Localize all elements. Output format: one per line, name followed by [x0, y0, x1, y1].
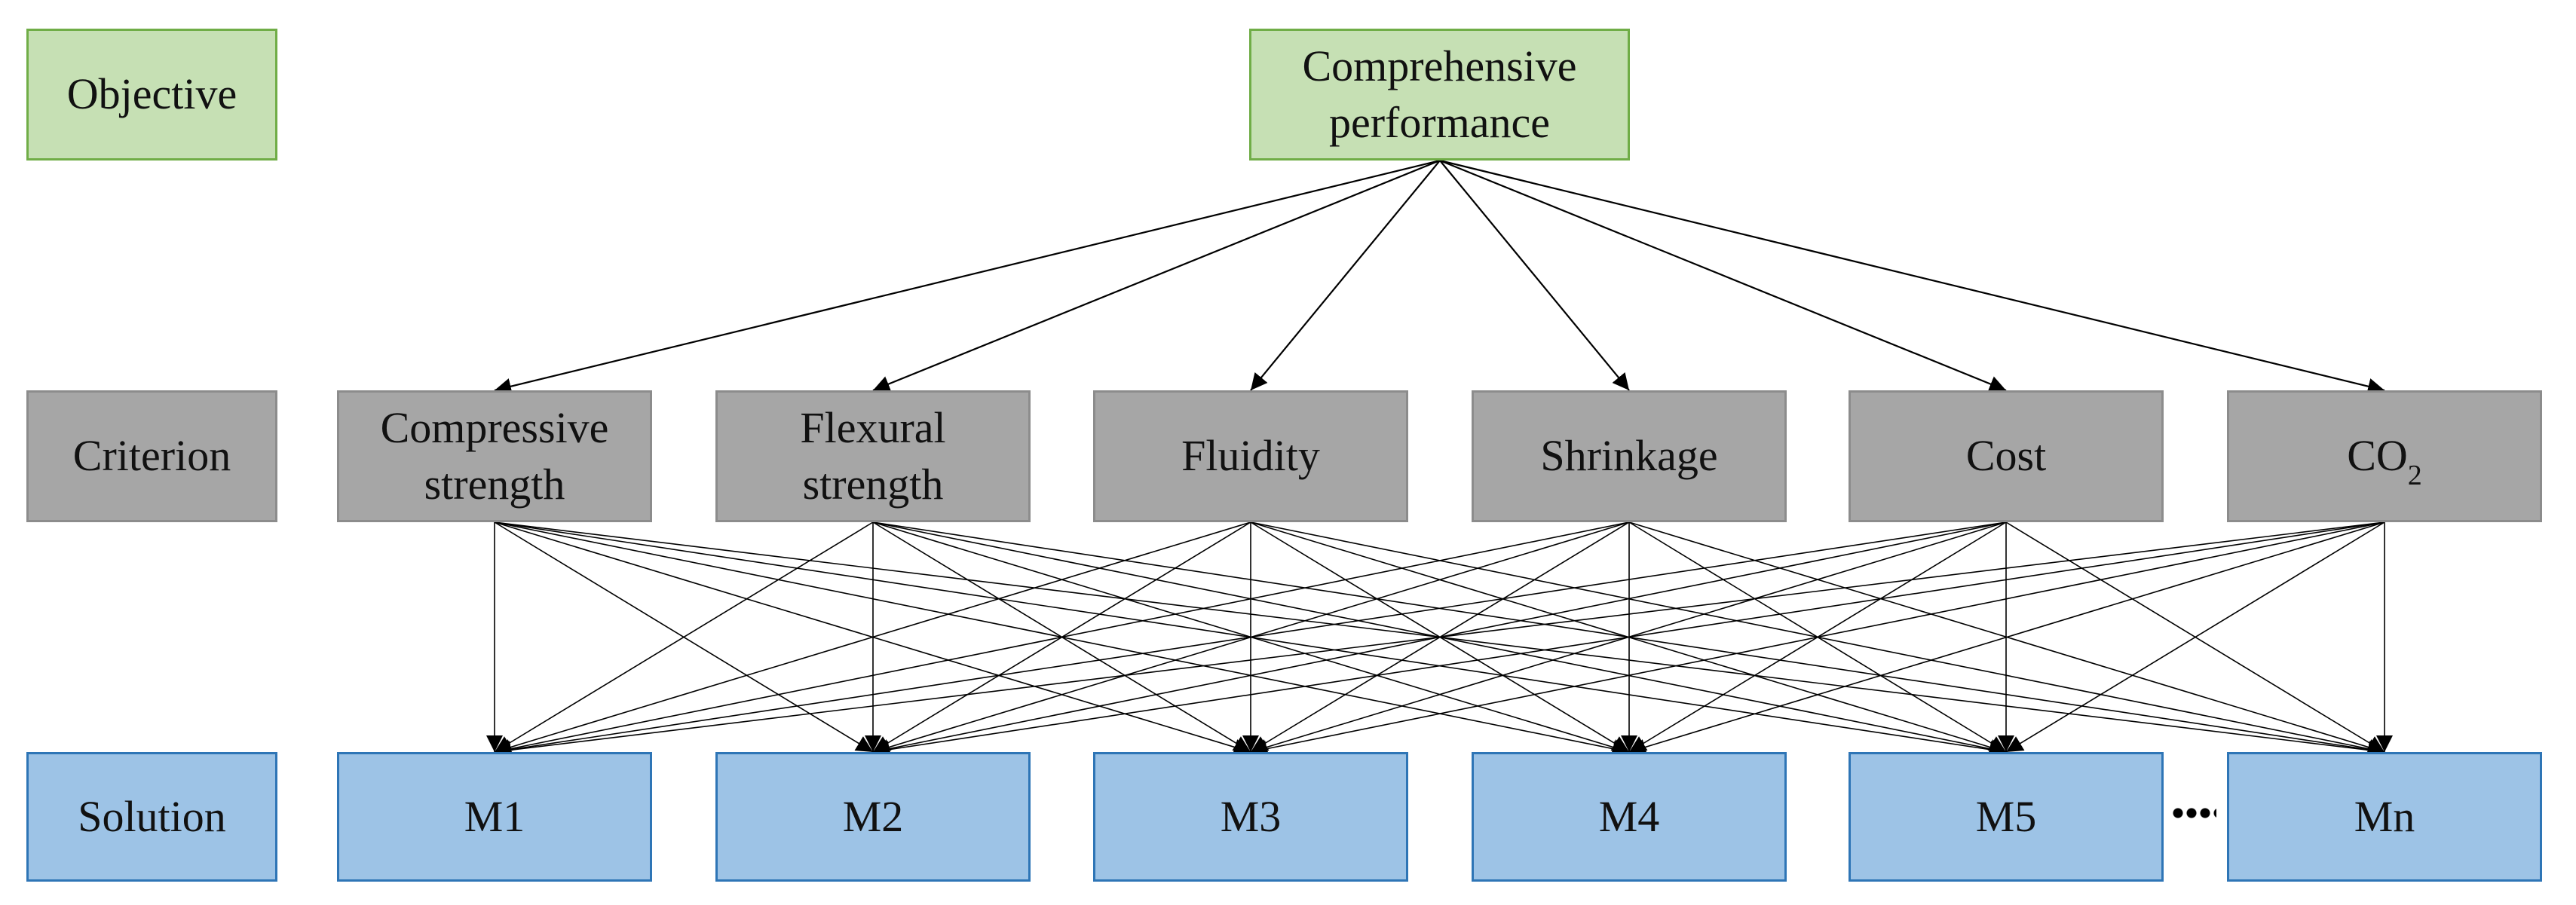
solution-m2: M2 — [715, 752, 1031, 882]
criterion-6-to-solution-4-arrow — [1628, 521, 2385, 756]
criterion-3-to-solution-1-arrow — [494, 521, 1251, 756]
goal-to-criterion-arrow-1 — [494, 159, 1441, 395]
criterion-text: Cost — [1965, 431, 2047, 481]
goal-to-criterion-arrow-6 — [1439, 159, 2385, 395]
criterion-4-to-solution-1-arrow — [494, 521, 1630, 757]
objective-level-label: Objective — [26, 29, 277, 161]
solution-text: M4 — [1598, 791, 1660, 841]
solution-level-label: Solution — [26, 752, 277, 882]
solution-text: M5 — [1975, 791, 2037, 841]
goal-node: Comprehensive performance — [1249, 29, 1630, 161]
goal-to-criterion-arrow-3 — [1250, 160, 1441, 391]
solution-mn: Mn — [2227, 752, 2542, 882]
criterion-level-label: Criterion — [26, 390, 277, 522]
solution-text: M3 — [1220, 791, 1282, 841]
goal-to-criterion-arrow-4 — [1439, 160, 1630, 391]
criterion-text: Compressive strength — [380, 403, 609, 509]
criterion-compressive-strength: Compressive strength — [337, 390, 652, 522]
solution-level-text: Solution — [78, 791, 226, 841]
goal-to-criteria-connectors — [494, 159, 2385, 395]
solution-text: M2 — [842, 791, 904, 841]
criterion-flexural-strength: Flexural strength — [715, 390, 1031, 522]
objective-level-text: Objective — [66, 69, 237, 119]
criteria-to-solution-connectors — [486, 521, 2393, 759]
solution-text: M1 — [464, 791, 525, 841]
solution-text: Mn — [2354, 791, 2415, 841]
criterion-text: Flexural strength — [800, 403, 946, 509]
goal-to-criterion-arrow-2 — [872, 159, 1441, 392]
goal-text: Comprehensive performance — [1302, 41, 1577, 147]
criterion-text: Fluidity — [1181, 431, 1320, 481]
criterion-2-to-solution-1-arrow — [494, 521, 874, 753]
criterion-fluidity: Fluidity — [1093, 390, 1408, 522]
solution-m5: M5 — [1849, 752, 2164, 882]
solution-m1: M1 — [337, 752, 652, 882]
solution-m4: M4 — [1472, 752, 1787, 882]
criterion-shrinkage: Shrinkage — [1472, 390, 1787, 522]
criterion-co2: CO2 — [2227, 390, 2542, 522]
criterion-level-text: Criterion — [72, 431, 231, 481]
solution-m3: M3 — [1093, 752, 1408, 882]
co2-subscript: 2 — [2407, 459, 2422, 491]
criterion-cost: Cost — [1849, 390, 2164, 522]
criterion-5-to-solution-1-arrow — [494, 521, 2007, 758]
goal-to-criterion-arrow-5 — [1439, 159, 2007, 392]
criterion-text: Shrinkage — [1540, 431, 1718, 481]
criterion-text: CO2 — [2347, 428, 2422, 490]
ellipsis-dots — [2171, 808, 2216, 818]
criterion-6-to-solution-2-arrow — [872, 521, 2385, 758]
criterion-6-to-solution-1-arrow — [494, 521, 2385, 759]
criterion-6-to-solution-3-arrow — [1250, 521, 2385, 757]
co2-base-text: CO — [2347, 431, 2408, 481]
criterion-6-to-solution-5-arrow — [2005, 521, 2385, 753]
